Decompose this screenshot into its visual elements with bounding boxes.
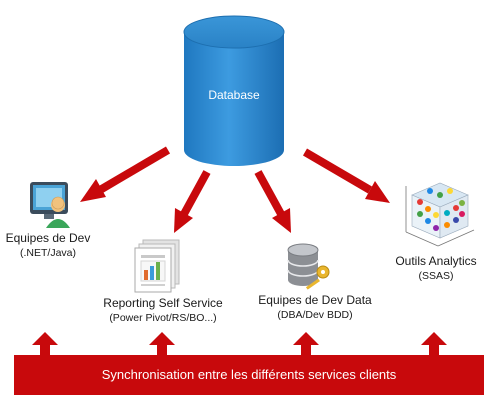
database-key-icon [287,243,330,290]
node-subtitle: (.NET/Java) [19,247,76,259]
node-reporting: Reporting Self Service (Power Pivot/RS/B… [92,296,234,325]
node-title: Equipes de Dev [5,231,91,245]
olap-cube-icon [405,182,475,247]
node-subtitle: (SSAS) [418,270,454,282]
sync-banner [14,355,484,395]
arrow-to-dev-teams [80,146,171,202]
arrow-to-analytics [302,148,390,203]
node-subtitle: (Power Pivot/RS/BO...) [109,312,217,324]
user-monitor-icon [30,182,70,228]
sync-up-arrows [32,332,447,358]
node-data-teams: Equipes de Dev Data (DBA/Dev BDD) [244,293,386,322]
node-analytics: Outils Analytics (SSAS) [384,254,488,283]
database-label: Database [208,88,260,102]
up-arrow-3 [293,332,319,358]
arrow-to-data-teams [254,170,291,233]
node-title: Equipes de Dev Data [258,293,372,307]
up-arrow-2 [149,332,175,358]
up-arrow-4 [421,332,447,358]
up-arrow-1 [32,332,58,358]
node-title: Reporting Self Service [103,296,223,310]
sync-banner-text: Synchronisation entre les différents ser… [101,367,397,382]
arrow-to-reporting [174,170,211,233]
flow-arrows [80,146,390,233]
database-cylinder [183,15,285,166]
node-subtitle: (DBA/Dev BDD) [277,309,353,321]
node-dev-teams: Equipes de Dev (.NET/Java) [0,231,96,260]
report-chart-icon [134,239,180,293]
node-title: Outils Analytics [395,254,477,268]
